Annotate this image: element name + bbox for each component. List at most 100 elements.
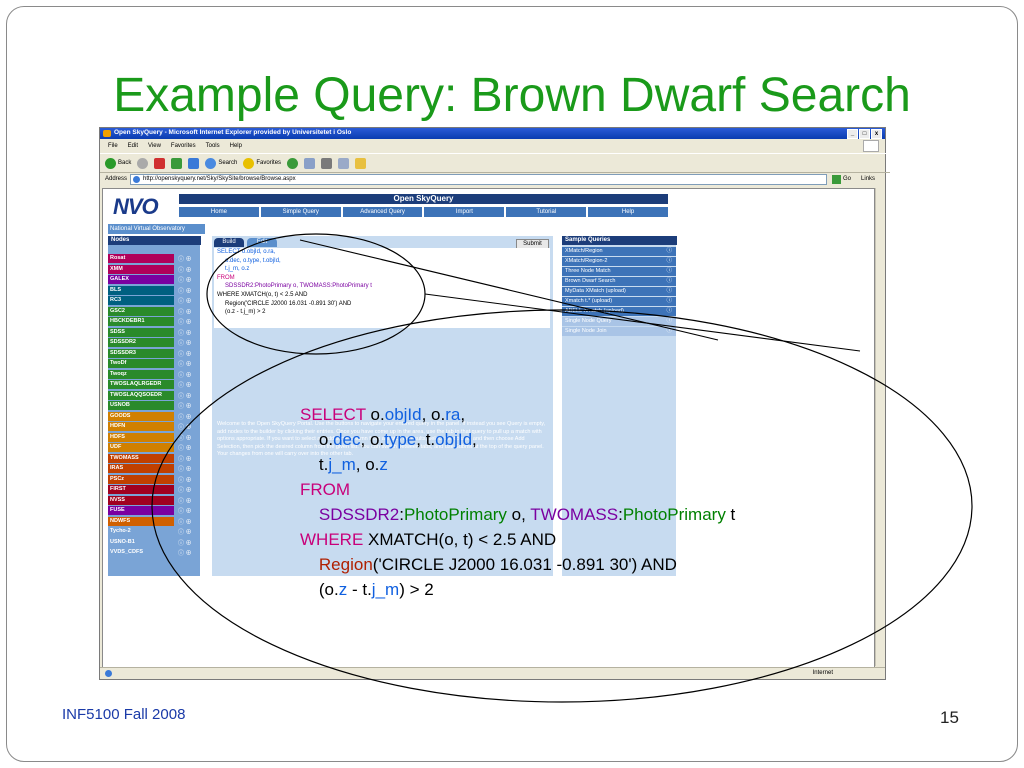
close-button[interactable]: x — [871, 129, 882, 139]
edit-icon[interactable] — [338, 157, 350, 169]
nav-home[interactable]: Home — [179, 207, 259, 217]
refresh-icon[interactable] — [171, 157, 183, 169]
menu-file[interactable]: File — [108, 142, 118, 149]
menu-tools[interactable]: Tools — [205, 142, 220, 149]
node-info-add-icon[interactable]: ⓘ ⊕ — [178, 288, 192, 295]
sample-query-item[interactable]: Xmatch t.* (upload)ⓘ — [562, 297, 676, 306]
node-info-add-icon[interactable]: ⓘ ⊕ — [178, 414, 192, 421]
node-info-add-icon[interactable]: ⓘ ⊕ — [178, 309, 192, 316]
node-info-add-icon[interactable]: ⓘ ⊕ — [178, 551, 192, 558]
node-info-add-icon[interactable]: ⓘ ⊕ — [178, 435, 192, 442]
menu-help[interactable]: Help — [229, 142, 242, 149]
node-info-add-icon[interactable]: ⓘ ⊕ — [178, 278, 192, 285]
vertical-scrollbar[interactable] — [875, 188, 885, 666]
menu-view[interactable]: View — [148, 142, 161, 149]
address-input[interactable]: http://openskyquery.net/Sky/SkySite/brow… — [130, 173, 828, 185]
back-button[interactable]: Back — [105, 157, 131, 169]
search-button[interactable]: Search — [205, 157, 237, 169]
node-info-add-icon[interactable]: ⓘ ⊕ — [178, 372, 192, 379]
nav-tutorial[interactable]: Tutorial — [506, 207, 587, 217]
info-icon[interactable]: ⓘ — [666, 318, 672, 324]
query-editor[interactable]: SELECT o.objId, o.ra, o.dec, o.type, t.o… — [214, 248, 550, 328]
nav-help[interactable]: Help — [588, 207, 668, 217]
tab-build[interactable]: Build — [214, 238, 244, 247]
nav-simple-query[interactable]: Simple Query — [260, 207, 341, 217]
home-icon[interactable] — [188, 157, 200, 169]
node-info-add-icon[interactable]: ⓘ ⊕ — [178, 456, 192, 463]
sample-query-item[interactable]: MyData XMatch (upload)ⓘ — [562, 287, 676, 296]
node-info-add-icon[interactable]: ⓘ ⊕ — [178, 467, 192, 474]
node-info-add-icon[interactable]: ⓘ ⊕ — [178, 267, 192, 274]
info-icon[interactable]: ⓘ — [666, 268, 672, 274]
folder-icon[interactable] — [355, 157, 367, 169]
info-icon[interactable]: ⓘ — [666, 328, 672, 334]
node-info-add-icon[interactable]: ⓘ ⊕ — [178, 320, 192, 327]
node-info-add-icon[interactable]: ⓘ ⊕ — [178, 341, 192, 348]
node-info-add-icon[interactable]: ⓘ ⊕ — [178, 383, 192, 390]
menu-favorites[interactable]: Favorites — [170, 142, 196, 149]
node-info-add-icon[interactable]: ⓘ ⊕ — [178, 299, 192, 306]
node-info-add-icon[interactable]: ⓘ ⊕ — [178, 519, 192, 526]
node-info-add-icon[interactable]: ⓘ ⊕ — [178, 351, 192, 358]
info-icon[interactable]: ⓘ — [666, 248, 672, 254]
forward-arrow-icon[interactable] — [137, 157, 149, 169]
mail-icon[interactable] — [304, 157, 316, 169]
nvo-logo[interactable]: NVO — [113, 194, 159, 219]
stop-icon[interactable] — [154, 157, 166, 169]
info-icon[interactable]: ⓘ — [666, 278, 672, 284]
node-info-add-icon[interactable]: ⓘ ⊕ — [178, 446, 192, 453]
node-info-add-icon[interactable]: ⓘ ⊕ — [178, 404, 192, 411]
node-info-add-icon[interactable]: ⓘ ⊕ — [178, 477, 192, 484]
node-info-add-icon[interactable]: ⓘ ⊕ — [178, 330, 192, 337]
favorites-button[interactable]: Favorites — [243, 157, 281, 169]
info-icon[interactable]: ⓘ — [666, 298, 672, 304]
print-icon[interactable] — [321, 157, 333, 169]
go-button[interactable]: Go — [832, 174, 851, 184]
menu-edit[interactable]: Edit — [127, 142, 139, 149]
node-info-add-icon[interactable]: ⓘ ⊕ — [178, 530, 192, 537]
media-icon[interactable] — [287, 157, 299, 169]
minimize-button[interactable]: _ — [847, 129, 858, 139]
node-info-add-icon[interactable]: ⓘ ⊕ — [178, 498, 192, 505]
nav-advanced-query[interactable]: Advanced Query — [342, 207, 423, 217]
node-info-add-icon[interactable]: ⓘ ⊕ — [178, 257, 192, 264]
info-icon[interactable]: ⓘ — [666, 288, 672, 294]
links-button[interactable]: Links — [861, 176, 876, 182]
info-icon[interactable]: ⓘ — [666, 308, 672, 314]
info-icon[interactable]: ⓘ — [666, 258, 672, 264]
node-info-add-icon[interactable]: ⓘ ⊕ — [178, 509, 192, 516]
node-info-add-icon[interactable]: ⓘ ⊕ — [178, 488, 192, 495]
